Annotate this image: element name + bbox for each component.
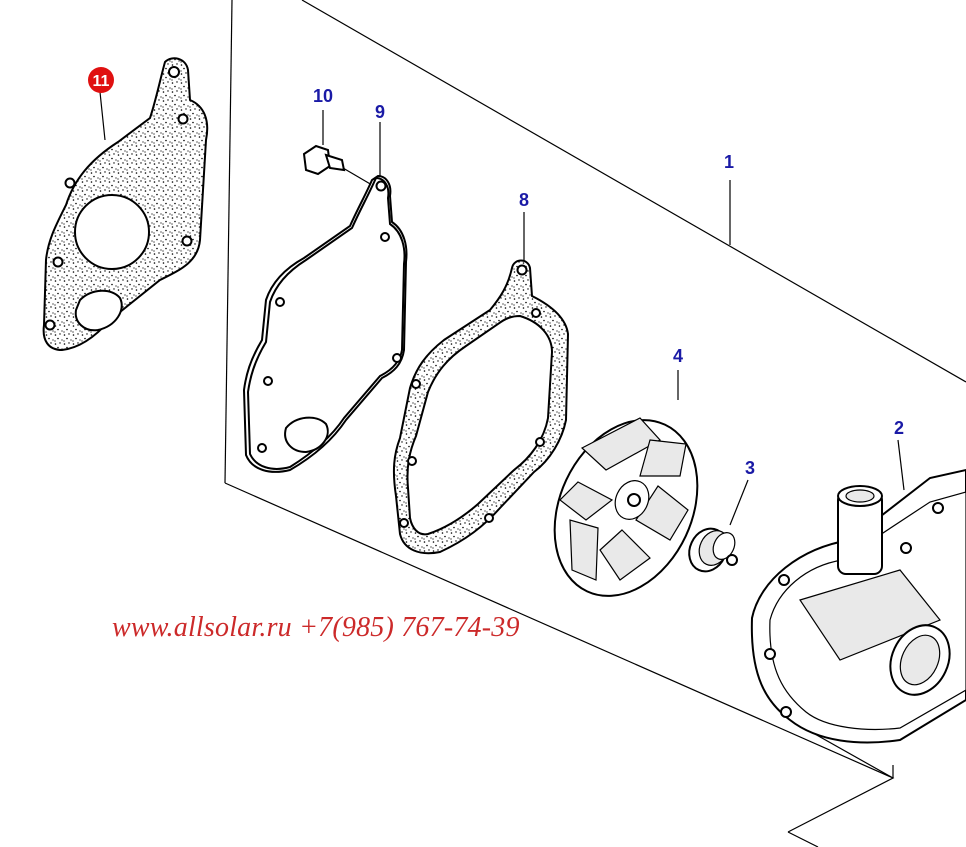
callout-9: 9 bbox=[375, 102, 385, 122]
watermark-text: www.allsolar.ru +7(985) 767-74-39 bbox=[112, 612, 520, 643]
bolt-part-10 bbox=[302, 110, 373, 186]
callout-2: 2 bbox=[894, 418, 904, 438]
gasket-part-8 bbox=[392, 212, 570, 555]
callout-3: 3 bbox=[745, 458, 755, 478]
cover-plate-part-9 bbox=[242, 122, 408, 473]
callout-1: 1 bbox=[724, 152, 734, 172]
gasket-part-11 bbox=[42, 57, 209, 352]
impeller-part-4 bbox=[553, 370, 699, 597]
pump-housing-part-2 bbox=[750, 439, 966, 744]
seal-part-3 bbox=[688, 479, 749, 573]
callout-labels: 11 10 9 1 8 4 2 3 bbox=[88, 67, 904, 478]
callout-8: 8 bbox=[519, 190, 529, 210]
callout-11: 11 bbox=[93, 73, 110, 90]
callout-4: 4 bbox=[673, 346, 683, 366]
callout-11-badge bbox=[88, 67, 114, 93]
callout-10: 10 bbox=[313, 86, 333, 106]
